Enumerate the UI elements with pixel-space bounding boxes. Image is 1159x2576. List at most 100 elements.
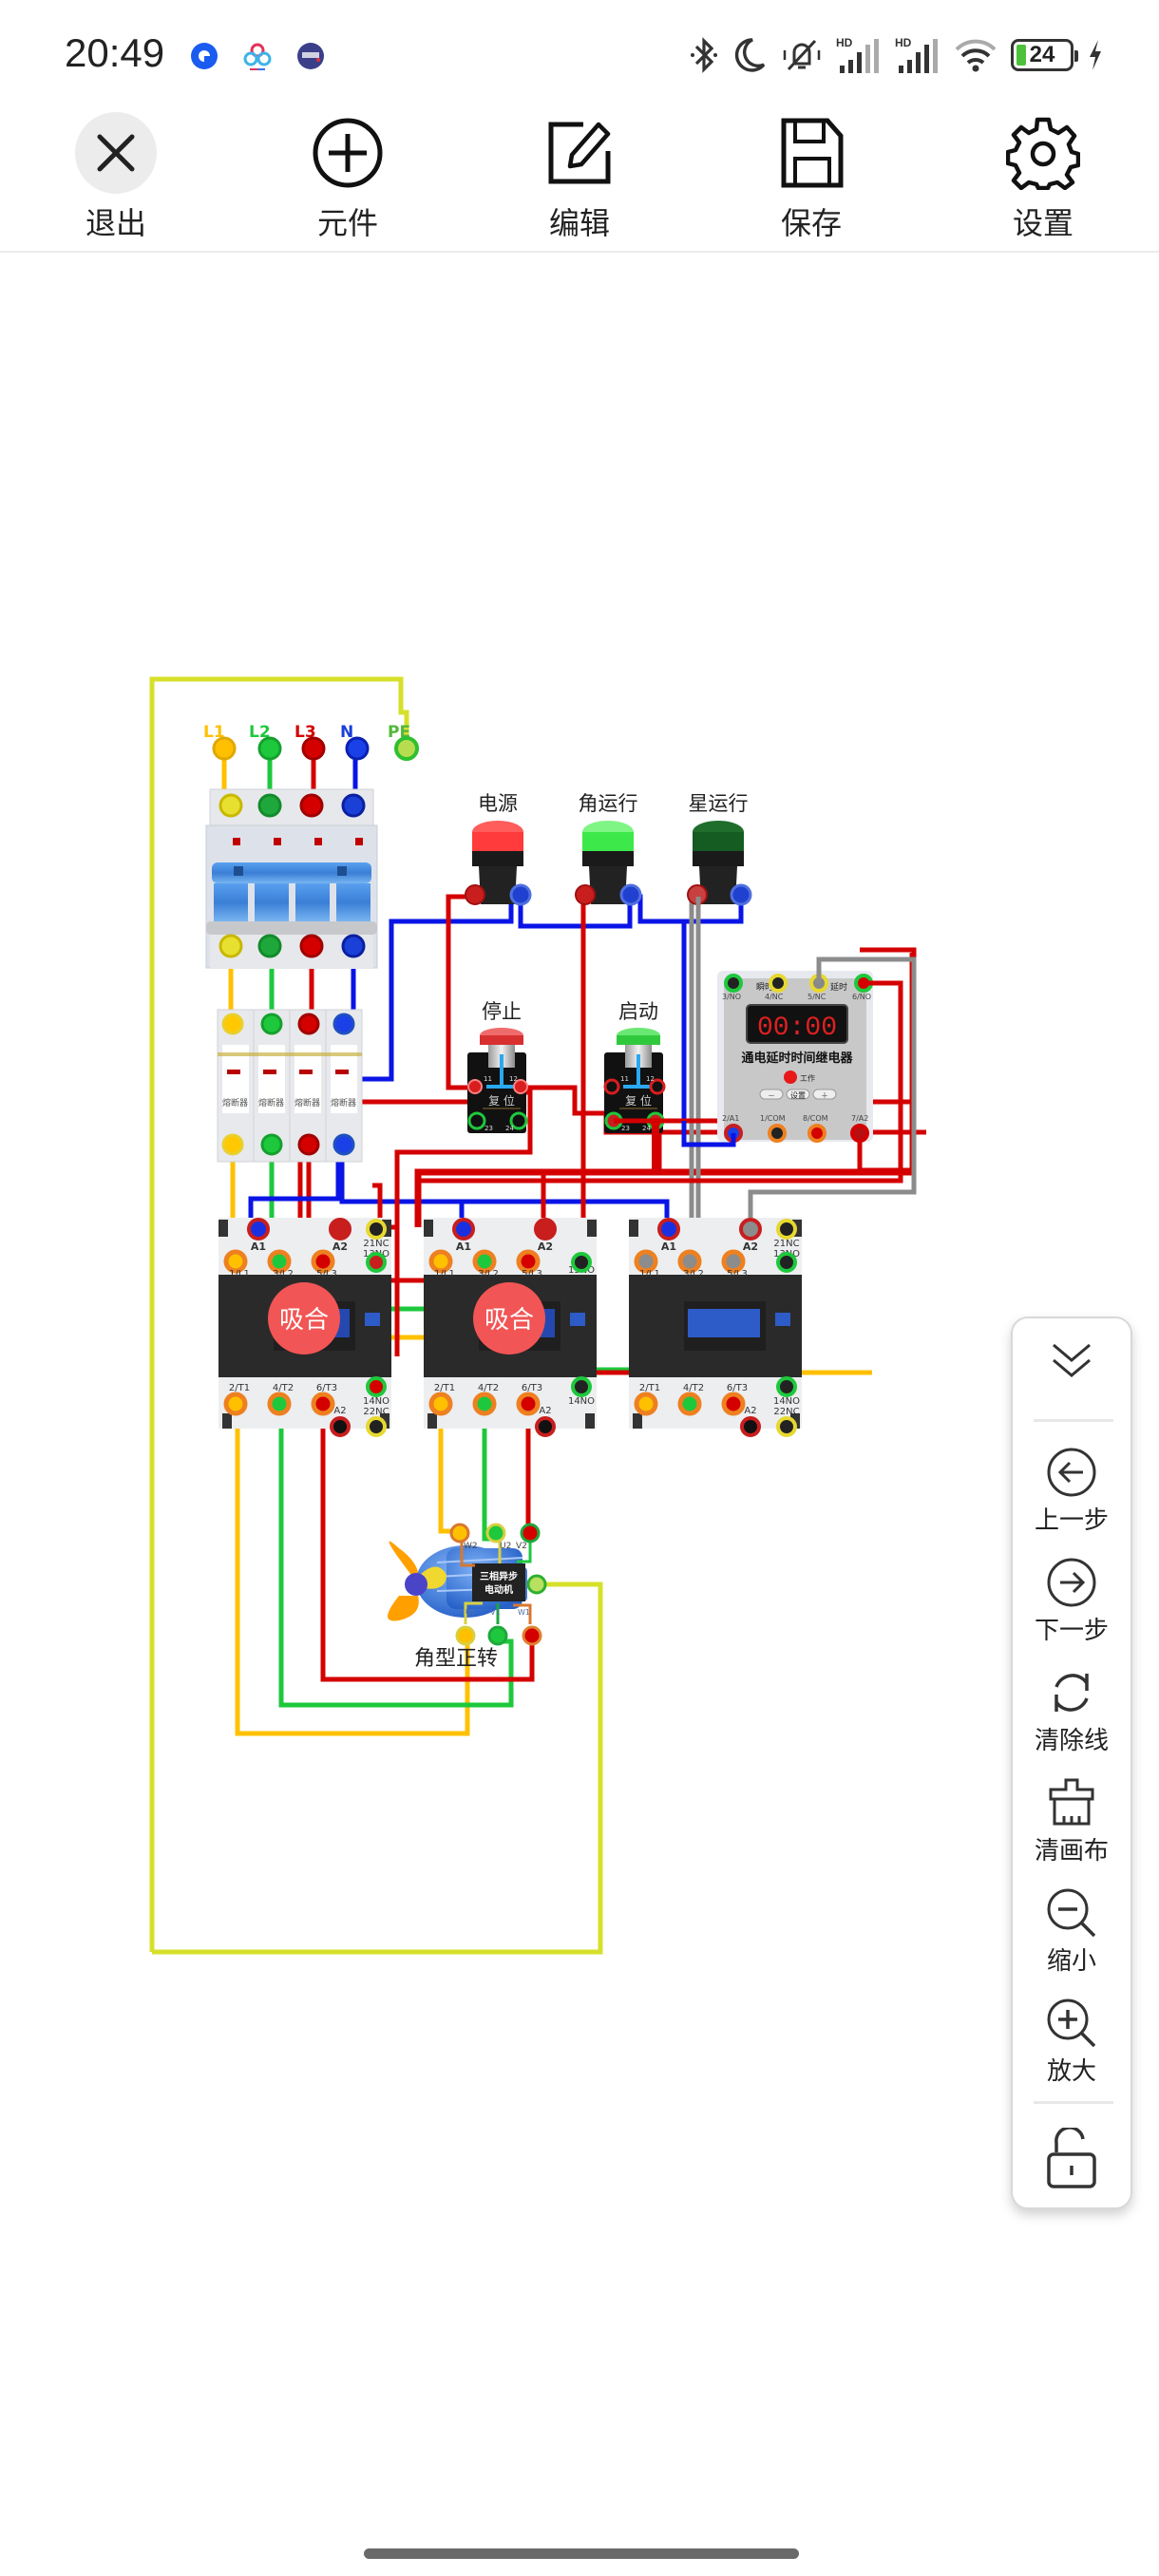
wire-control[interactable]	[418, 980, 903, 1184]
terminal-21nc[interactable]	[776, 1219, 797, 1240]
terminal-13no[interactable]	[366, 1252, 387, 1273]
terminal-22nc[interactable]	[776, 1416, 797, 1437]
motor-terminal-u2[interactable]	[485, 1523, 506, 1544]
terminal-line[interactable]	[516, 1249, 541, 1274]
three-phase-motor[interactable]: 三相异步 电动机 W2 U2 V2 U1 V1 W1 角型正转	[388, 1523, 547, 1671]
terminal-a1[interactable]	[247, 1218, 270, 1241]
stop-button[interactable]: 停止 11 12 复 位 23 24	[467, 1000, 528, 1133]
motor-terminal-v2[interactable]	[520, 1523, 541, 1544]
wire-n[interactable]	[248, 1143, 341, 1225]
zoom-in-button[interactable]: 放大	[1013, 1997, 1130, 2087]
circuit-breaker[interactable]	[205, 788, 378, 969]
plus-key[interactable]	[812, 1089, 837, 1100]
terminal-line[interactable]	[634, 1249, 658, 1274]
edit-button[interactable]: 编辑	[513, 112, 646, 245]
wire-control[interactable]	[394, 1089, 533, 1356]
top-toolbar: 退出 元件 编辑 保存 设置	[0, 104, 1159, 253]
terminal-l2[interactable]	[257, 736, 282, 761]
terminal-line[interactable]	[472, 1249, 497, 1274]
zoom-out-button[interactable]: 缩小	[1013, 1886, 1130, 1977]
terminal-load[interactable]	[721, 1392, 746, 1416]
wire-pe[interactable]	[149, 676, 409, 1952]
time-delay-relay[interactable]: 瞬时 延时 3/NO 4/NC 5/NC 6/NO 00:00 通电延时时间继电…	[717, 971, 873, 1143]
wire-pe[interactable]	[152, 1582, 603, 1955]
wire-l1[interactable]	[235, 1398, 470, 1736]
circuit-canvas[interactable]: L1 L2 L3 N PE 熔断器 熔断器	[0, 255, 1159, 2506]
terminal-line[interactable]	[721, 1249, 746, 1274]
terminal-a2[interactable]	[534, 1218, 557, 1241]
motor-terminal-w1[interactable]	[522, 1625, 542, 1646]
terminal-13no[interactable]	[776, 1252, 797, 1273]
terminal-label: 4/T2	[683, 1383, 704, 1393]
circuit-diagram[interactable]: L1 L2 L3 N PE 熔断器 熔断器	[0, 255, 1159, 2506]
terminal-label: A2	[744, 1406, 756, 1416]
indicator-lamp-power[interactable]: 电源	[465, 792, 532, 906]
clear-wires-button[interactable]: 清除线	[1013, 1666, 1130, 1756]
terminal-13no[interactable]	[571, 1252, 592, 1273]
terminal-load[interactable]	[223, 1392, 248, 1416]
terminal-a2-bottom[interactable]	[740, 1416, 761, 1437]
motor-terminal-pe[interactable]	[526, 1574, 547, 1595]
terminal-a2[interactable]	[739, 1218, 762, 1241]
terminal-pe[interactable]	[394, 736, 419, 761]
motor-terminal-u1[interactable]	[455, 1625, 476, 1646]
wire-aux[interactable]	[748, 957, 917, 1227]
terminal-14no[interactable]	[366, 1376, 387, 1397]
minus-key[interactable]	[759, 1089, 784, 1100]
terminal-21nc[interactable]	[366, 1219, 387, 1240]
wire-l3[interactable]	[320, 1398, 535, 1682]
terminal-line[interactable]	[428, 1249, 453, 1274]
wire-control[interactable]	[414, 1168, 912, 1227]
terminal-a1[interactable]	[657, 1218, 680, 1241]
terminal-line[interactable]	[677, 1249, 702, 1274]
home-indicator[interactable]	[364, 2548, 799, 2559]
terminal-load[interactable]	[472, 1392, 497, 1416]
exit-button[interactable]: 退出	[49, 112, 182, 245]
terminal-a2-bottom[interactable]	[330, 1416, 351, 1437]
terminal-load[interactable]	[634, 1392, 658, 1416]
wire-n[interactable]	[339, 1140, 465, 1225]
wire-n[interactable]	[681, 1121, 736, 1147]
redo-button[interactable]: 下一步	[1013, 1556, 1130, 1646]
indicator-lamp-delta-run[interactable]: 角运行	[575, 792, 642, 906]
indicator-lamp-star-run[interactable]: 星运行	[687, 792, 752, 906]
terminal-n[interactable]	[345, 736, 370, 761]
settings-button[interactable]: 设置	[977, 112, 1110, 245]
terminal-14no[interactable]	[571, 1376, 592, 1397]
terminal-load[interactable]	[267, 1392, 292, 1416]
terminal-22nc[interactable]	[366, 1416, 387, 1437]
contactor-3[interactable]: A1A221NC13NO1/L13/L25/L32/T14/T26/T314NO…	[629, 1218, 802, 1437]
contactor-1[interactable]: A1A221NC13NO1/L13/L25/L32/T14/T26/T314NO…	[218, 1218, 391, 1437]
wire-control[interactable]	[551, 897, 586, 1230]
terminal-load[interactable]	[516, 1392, 541, 1416]
wire-n[interactable]	[462, 1199, 670, 1225]
components-button[interactable]: 元件	[281, 112, 414, 245]
wire-control[interactable]	[446, 894, 475, 1090]
motor-terminal-v1[interactable]	[487, 1625, 508, 1646]
terminal-line[interactable]	[223, 1249, 248, 1274]
terminal-line[interactable]	[311, 1249, 335, 1274]
terminal-label: A1	[456, 1241, 471, 1253]
terminal-a1[interactable]	[452, 1218, 475, 1241]
terminal-line[interactable]	[267, 1249, 292, 1274]
undo-button[interactable]: 上一步	[1013, 1446, 1130, 1536]
wire-l2[interactable]	[278, 1398, 514, 1708]
clear-canvas-button[interactable]: 清画布	[1013, 1776, 1130, 1866]
motor-terminal-w2[interactable]	[449, 1523, 470, 1544]
terminal-load[interactable]	[428, 1392, 453, 1416]
terminal-14no[interactable]	[776, 1376, 797, 1397]
collapse-panel-button[interactable]	[1013, 1339, 1130, 1381]
set-key[interactable]	[786, 1089, 810, 1100]
save-button[interactable]: 保存	[745, 112, 878, 245]
terminal-a2[interactable]	[329, 1218, 352, 1241]
contactor-state-label: 吸合	[484, 1306, 534, 1335]
terminal-a2-bottom[interactable]	[535, 1416, 556, 1437]
lock-toggle-button[interactable]	[1013, 2128, 1130, 2190]
fuse-block[interactable]: 熔断器 熔断器 熔断器 熔断器	[217, 1009, 363, 1163]
terminal-l1[interactable]	[212, 736, 237, 761]
terminal-load[interactable]	[677, 1392, 702, 1416]
terminal-load[interactable]	[311, 1392, 335, 1416]
terminal-l3[interactable]	[301, 736, 326, 761]
start-button[interactable]: 启动 11 12 复 位 23 24	[603, 1000, 666, 1133]
